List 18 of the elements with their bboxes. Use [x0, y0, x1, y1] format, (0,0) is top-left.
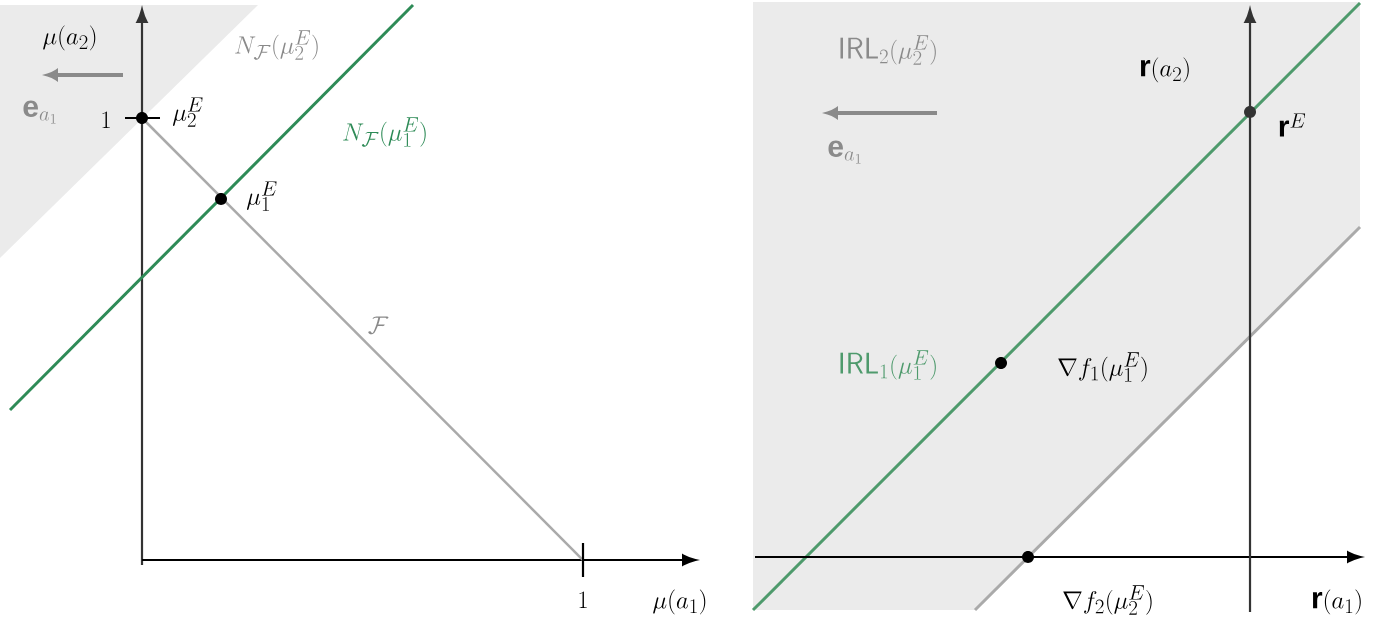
point-label: $\mu_2^E$ — [173, 97, 203, 127]
point-label: $\nabla f_2(\mu_2^E)$ — [1063, 585, 1152, 615]
set-label: $\mathsf{IRL}_1(\mu_1^E)$ — [840, 350, 936, 380]
set-label: $N_{\mathcal{F}}(\mu_1^E)$ — [343, 117, 426, 147]
axis-label: $\mathbf{r}(a_2)$ — [1140, 57, 1189, 83]
vector-label: $\mathbf{e}_{a_1}$ — [23, 100, 56, 124]
vector-label: $\mathbf{e}_{a_1}$ — [828, 140, 861, 164]
set-label: $N_{\mathcal{F}}(\mu_2^E)$ — [235, 30, 318, 60]
tick-label: $1$ — [579, 591, 587, 609]
point-label: $\nabla f_1(\mu_1^E)$ — [1058, 352, 1147, 382]
axis-label: $\mu(a_1)$ — [653, 589, 706, 615]
point-label: $\mu_1^E$ — [247, 181, 277, 211]
axis-label: $\mathbf{r}(a_1)$ — [1312, 589, 1361, 615]
set-label: $\mathcal{F}$ — [368, 316, 389, 335]
axis-label: $\mu(a_2)$ — [43, 25, 96, 51]
set-label: $\mathsf{IRL}_2(\mu_2^E)$ — [840, 35, 936, 65]
tick-label: $1$ — [102, 111, 110, 128]
point-label: $\mathbf{r}^E$ — [1279, 113, 1306, 137]
